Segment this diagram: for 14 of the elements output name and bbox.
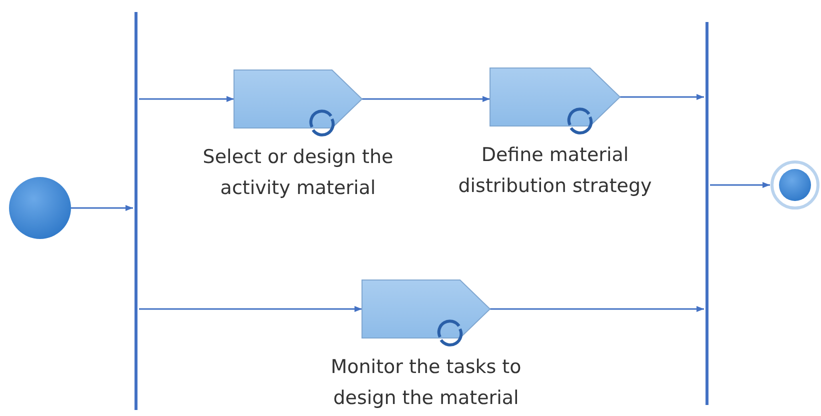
arrow	[71, 205, 133, 211]
activity-label: Select or design the activity material	[202, 145, 394, 201]
fork-bar	[133, 12, 139, 410]
final-node	[770, 160, 820, 210]
initial-node	[9, 177, 71, 239]
activity-label: Monitor the tasks to design the material	[330, 355, 522, 411]
arrow	[620, 94, 704, 100]
arrow	[710, 182, 770, 188]
arrow	[139, 306, 362, 312]
arrow	[490, 306, 704, 312]
arrow	[362, 96, 490, 102]
arrow	[139, 96, 234, 102]
activity-label: Define material distribution strategy	[457, 143, 653, 199]
join-bar	[704, 22, 710, 405]
